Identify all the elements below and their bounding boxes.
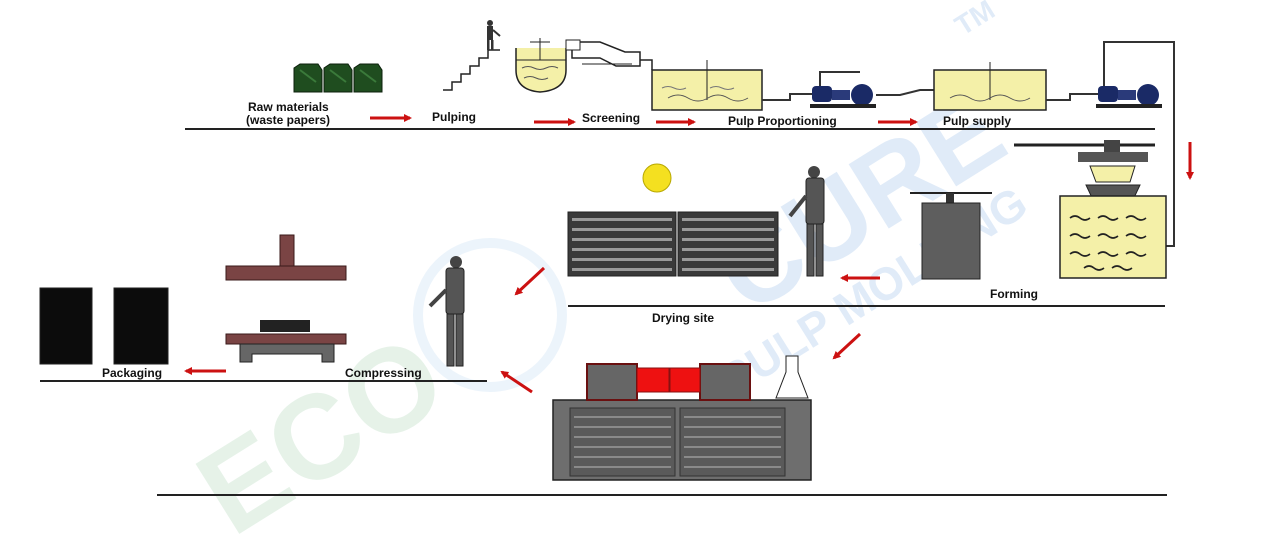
- label-pulp-proportioning: Pulp Proportioning: [728, 114, 837, 128]
- worker-drying-icon: [788, 166, 825, 277]
- pipe-segment-2: [876, 89, 934, 96]
- proportioning-tank-icon: [651, 60, 763, 111]
- watermark-globe-icon: [413, 238, 567, 392]
- arrow-drying-to-compressing: [514, 266, 546, 296]
- drying-racks-icon: [567, 211, 779, 277]
- raw-materials-bales: [293, 63, 383, 93]
- arrow-drying-to-oven: [832, 332, 862, 360]
- watermark-tm-text: TM: [949, 0, 1000, 42]
- flow-arrows: [184, 114, 1194, 394]
- pulping-station: [443, 20, 567, 93]
- pipe-segment-1: [762, 93, 812, 101]
- label-raw-materials-sub: (waste papers): [246, 113, 330, 127]
- pump-2-icon: [1096, 41, 1175, 247]
- drying-oven-icon: [552, 355, 812, 481]
- forming-station: [910, 140, 1167, 280]
- pipe-segment-3: [1046, 93, 1098, 101]
- label-raw-materials: Raw materials: [248, 100, 329, 114]
- pulper-tank-icon: [515, 48, 567, 93]
- worker-compressing-icon: [428, 256, 465, 367]
- worker-pulping-icon: [487, 20, 501, 50]
- label-forming: Forming: [990, 287, 1038, 301]
- label-pulping: Pulping: [432, 110, 476, 124]
- screening-device-icon: [565, 39, 653, 70]
- supply-tank-icon: [933, 62, 1047, 111]
- label-screening: Screening: [582, 111, 640, 125]
- sun-icon: [642, 163, 672, 193]
- press-machine-icon: [225, 234, 347, 363]
- label-compressing: Compressing: [345, 366, 422, 380]
- label-pulp-supply: Pulp supply: [943, 114, 1011, 128]
- label-packaging: Packaging: [102, 366, 162, 380]
- stage-labels: Raw materials (waste papers) Pulping Scr…: [102, 100, 1038, 380]
- packaging-boxes-icon: [39, 287, 169, 365]
- arrow-oven-to-compressing: [500, 370, 533, 394]
- pump-1-icon: [810, 71, 876, 108]
- label-drying-site: Drying site: [652, 311, 714, 325]
